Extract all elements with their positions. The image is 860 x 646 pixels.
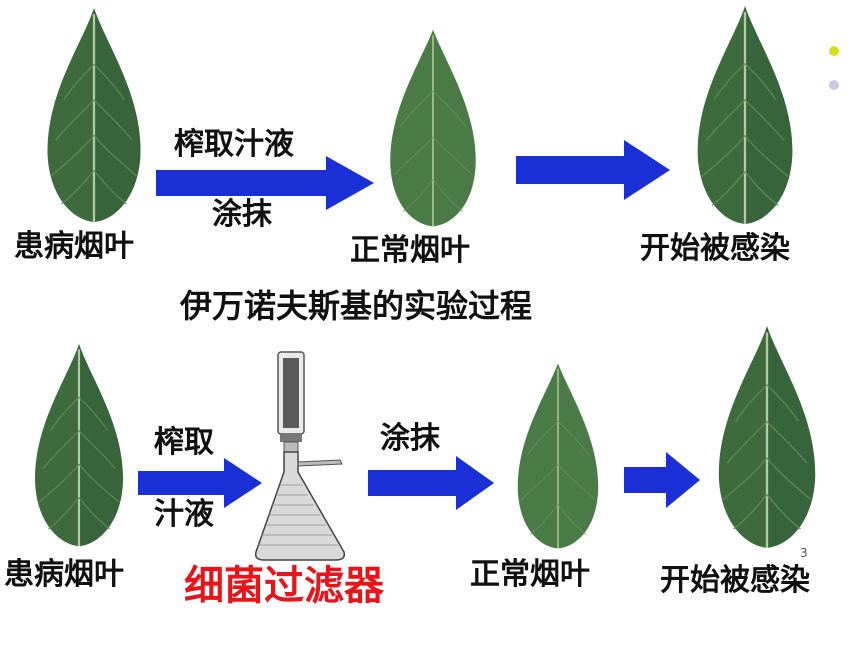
arrow-right-icon: [624, 452, 700, 508]
nav-dot-yellow: [829, 46, 839, 56]
diseased-leaf-top: [42, 4, 146, 226]
infected-leaf-bottom: [710, 322, 824, 552]
diseased-leaf-label-top: 患病烟叶: [14, 229, 134, 264]
arrow-right-icon: [516, 140, 670, 200]
arrow-right-icon: [368, 456, 494, 510]
arrow1-label-top-bottom: 榨取: [154, 425, 214, 460]
nav-dot-lavender: [829, 80, 839, 90]
arrow2-label-bottom: 涂抹: [380, 421, 440, 456]
page-number: 3: [800, 546, 808, 560]
bacterial-filter-label: 细菌过滤器: [184, 563, 384, 609]
bacterial-filter-icon: [254, 351, 346, 561]
diseased-leaf-bottom: [28, 340, 130, 550]
normal-leaf-label-top: 正常烟叶: [350, 233, 470, 268]
diseased-leaf-label-bottom: 患病烟叶: [4, 557, 124, 592]
arrow1-label-bottom-bottom: 汁液: [154, 497, 214, 532]
normal-leaf-top: [377, 26, 489, 230]
normal-leaf-bottom: [498, 360, 618, 552]
infected-leaf-label-bottom: 开始被感染: [660, 563, 810, 598]
infected-leaf-top: [688, 2, 802, 228]
infected-leaf-label-top: 开始被感染: [640, 231, 790, 266]
arrow-right-icon: [156, 156, 374, 210]
arrow-right-icon: [138, 458, 262, 508]
normal-leaf-label-bottom: 正常烟叶: [470, 557, 590, 592]
arrow1-label-bottom: 涂抹: [212, 197, 272, 232]
page-title: 伊万诺夫斯基的实验过程: [180, 287, 533, 325]
arrow1-label-top: 榨取汁液: [174, 127, 294, 162]
